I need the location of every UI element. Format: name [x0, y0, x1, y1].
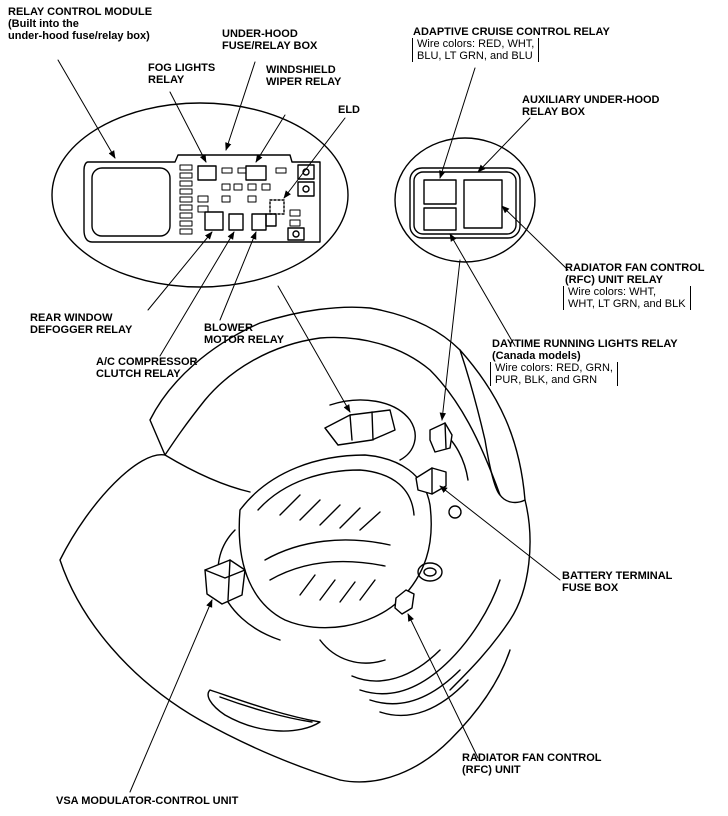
label-windshield-wiper-relay: WINDSHIELD WIPER RELAY: [266, 64, 342, 88]
label-under-hood-fuse-box: UNDER-HOOD FUSE/RELAY BOX: [222, 28, 318, 52]
ac-clutch-relay-shape: [228, 213, 244, 231]
label-radiator-fan-control-unit: RADIATOR FAN CONTROL (RFC) UNIT: [462, 752, 602, 776]
left-fender: [59, 454, 341, 781]
hood-outline: [149, 306, 526, 504]
label-daytime-running-lights-relay: DAYTIME RUNNING LIGHTS RELAY (Canada mod…: [492, 338, 678, 362]
fog-lights-relay-shape: [197, 165, 217, 181]
front-bumper: [339, 649, 511, 783]
label-blower-motor-relay: BLOWER MOTOR RELAY: [204, 322, 285, 346]
right-fender: [449, 499, 531, 691]
aux-box-body: [409, 167, 521, 239]
inset-aux-relay-box: [394, 137, 536, 263]
label-relay-control-module: RELAY CONTROL MODULE (Built into the und…: [8, 6, 153, 42]
vsa-modulator-shape: [204, 559, 246, 605]
leader-lines: [57, 59, 569, 793]
eld-shape: [269, 199, 285, 215]
grille: [351, 579, 501, 717]
blower-relay-shape: [251, 213, 267, 231]
label-auxiliary-under-hood-relay-box: AUXILIARY UNDER-HOOD RELAY BOX: [522, 94, 660, 118]
label-ac-compressor-clutch-relay: A/C COMPRESSOR CLUTCH RELAY: [96, 356, 198, 380]
headlight-left: [207, 689, 321, 732]
label-fog-lights-relay: FOG LIGHTS RELAY: [148, 62, 216, 86]
label-eld: ELD: [338, 104, 360, 116]
aux-relay-box-shape: [429, 422, 453, 453]
cowl: [164, 349, 501, 496]
strut-right: [417, 562, 443, 582]
wire-colors-daytime-running: Wire colors: RED, GRN, PUR, BLK, and GRN: [490, 362, 618, 386]
wire-colors-adaptive-cruise: Wire colors: RED, WHT, BLU, LT GRN, and …: [412, 38, 540, 62]
label-rear-window-defogger-relay: REAR WINDOW DEFOGGER RELAY: [30, 312, 133, 336]
label-radiator-fan-control-unit-relay: RADIATOR FAN CONTROL (RFC) UNIT RELAY: [565, 262, 705, 286]
rfc-unit-relay-shape: [463, 179, 503, 229]
windshield-wiper-relay-shape: [245, 165, 267, 181]
relay-control-module-shape: [91, 167, 171, 237]
acc-relay-shape: [423, 179, 457, 205]
under-hood-fuse-box-shape: [324, 409, 396, 446]
label-battery-terminal-fuse-box: BATTERY TERMINAL FUSE BOX: [562, 570, 673, 594]
rear-defogger-relay-shape: [204, 211, 224, 231]
label-vsa-modulator-control-unit: VSA MODULATOR-CONTROL UNIT: [56, 795, 239, 807]
engine-cover: [238, 454, 432, 629]
battery-fuse-box-shape: [415, 467, 447, 495]
inset-under-hood-box: [51, 102, 349, 288]
wire-colors-rfc-unit-relay: Wire colors: WHT, WHT, LT GRN, and BLK: [563, 286, 691, 310]
label-adaptive-cruise-control-relay: ADAPTIVE CRUISE CONTROL RELAY: [413, 26, 610, 38]
rfc-unit-shape: [394, 589, 415, 615]
drl-relay-shape: [423, 207, 457, 231]
